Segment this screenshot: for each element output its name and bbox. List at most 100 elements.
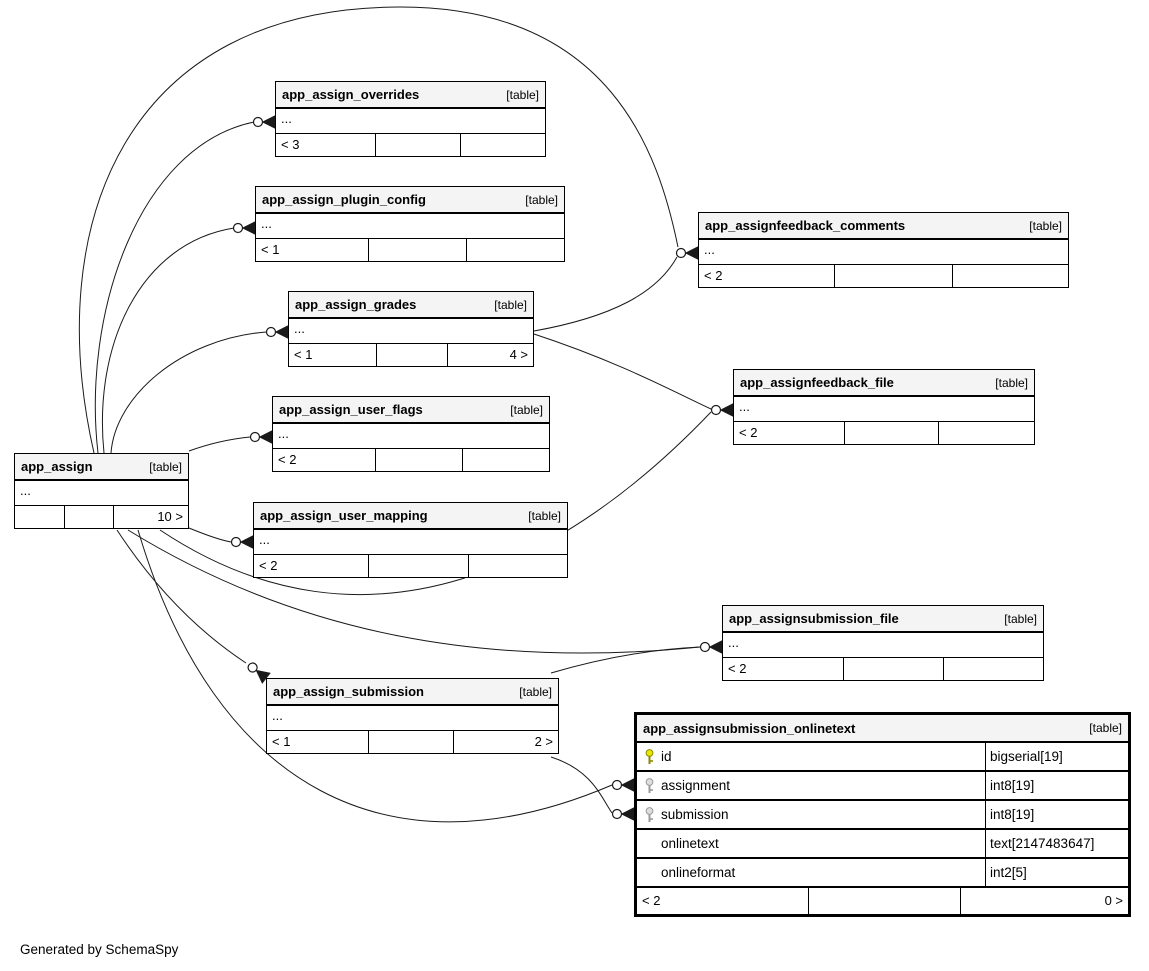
table-header: app_assignsubmission_onlinetext [table] [637,715,1128,743]
column-name: submission [661,807,729,822]
rel-assign-overrides [94,121,255,454]
column-name: id [661,749,672,764]
table-badge: [table] [995,375,1028,390]
table-name[interactable]: app_assign_user_mapping [260,508,428,523]
collapsed-columns: ... [289,319,533,344]
table-footer: < 2 [273,449,549,471]
table-name[interactable]: app_assign_plugin_config [262,192,426,207]
generator-credit: Generated by SchemaSpy [20,942,179,957]
table-name[interactable]: app_assign [21,459,93,474]
table-app_assign_plugin_config[interactable]: app_assign_plugin_config [table] ... < 1 [255,186,565,262]
table-badge: [table] [1004,611,1037,626]
table-app_assignsubmission_onlinetext[interactable]: app_assignsubmission_onlinetext [table] … [634,712,1131,917]
table-name[interactable]: app_assign_submission [273,684,424,699]
table-badge: [table] [149,459,182,474]
rel-assign-user-mapping [188,527,232,543]
table-footer: < 2 [723,658,1043,680]
table-footer: < 2 [734,422,1034,444]
out-degree [939,422,1034,444]
rel-submission-onlinetext [550,756,613,814]
out-degree: 0 > [1104,893,1123,908]
table-header: app_assignsubmission_file [table] [723,606,1043,633]
table-badge: [table] [510,402,543,417]
table-badge: [table] [1089,721,1122,735]
table-header: app_assign_user_flags [table] [273,397,549,424]
in-degree: < 2 [734,422,845,444]
crowfoot-user-mapping [230,535,254,549]
column-row-onlinetext[interactable]: onlinetext text[2147483647] [637,830,1128,859]
column-name: assignment [661,778,731,793]
table-header: app_assign_overrides [table] [276,82,545,109]
table-badge: [table] [494,297,527,312]
column-type: text[2147483647] [985,830,1128,857]
rel-assign-onlinetext [137,529,613,823]
rel-assign-submission [116,529,247,664]
rel-grades-feedback-file [533,333,712,410]
table-app_assign_grades[interactable]: app_assign_grades [table] ... < 1 4 > [288,291,534,367]
table-app_assignfeedback_file[interactable]: app_assignfeedback_file [table] ... < 2 [733,369,1035,445]
column-type: int8[19] [985,772,1128,799]
table-app_assignfeedback_comments[interactable]: app_assignfeedback_comments [table] ... … [698,212,1069,288]
table-header: app_assign [table] [15,454,188,481]
table-name[interactable]: app_assignfeedback_file [740,375,894,390]
table-name[interactable]: app_assignsubmission_onlinetext [643,720,856,736]
collapsed-columns: ... [723,633,1043,658]
column-row-assignment[interactable]: assignment int8[19] [637,772,1128,801]
table-footer: < 2 0 > [637,888,1128,914]
crowfoot-onlinetext-submission [611,807,635,821]
table-header: app_assignfeedback_comments [table] [699,213,1068,240]
column-type: int2[5] [985,859,1128,886]
table-name[interactable]: app_assignsubmission_file [729,611,899,626]
table-app_assign_user_mapping[interactable]: app_assign_user_mapping [table] ... < 2 [253,502,568,578]
column-row-submission[interactable]: submission int8[19] [637,801,1128,830]
table-badge: [table] [525,192,558,207]
table-name[interactable]: app_assignfeedback_comments [705,218,906,233]
table-name[interactable]: app_assign_overrides [282,87,420,102]
table-app_assign_overrides[interactable]: app_assign_overrides [table] ... < 3 [275,81,546,157]
crowfoot-overrides [252,115,276,129]
table-app_assign_submission[interactable]: app_assign_submission [table] ... < 1 2 … [266,678,559,754]
rel-assign-user-flags [188,436,251,452]
collapsed-columns: ... [276,109,545,134]
foreign-key-icon [637,806,661,823]
out-degree [467,239,564,261]
table-app_assign_user_flags[interactable]: app_assign_user_flags [table] ... < 2 [272,396,550,472]
table-footer: < 3 [276,134,545,156]
column-name: onlinetext [661,836,719,851]
in-degree: < 2 [723,658,844,680]
rel-assign-grades [110,331,267,454]
table-app_assignsubmission_file[interactable]: app_assignsubmission_file [table] ... < … [722,605,1044,681]
rel-grades-feedback-comments [533,256,678,332]
table-header: app_assign_user_mapping [table] [254,503,567,530]
table-name[interactable]: app_assign_user_flags [279,402,423,417]
in-degree [15,506,65,528]
out-degree [463,449,549,471]
in-degree: < 1 [267,731,369,753]
table-name[interactable]: app_assign_grades [295,297,417,312]
out-degree [944,658,1043,680]
in-degree: < 2 [699,265,835,287]
table-footer: < 1 2 > [267,731,558,753]
table-footer: 10 > [15,506,188,528]
crowfoot-feedback-comments [675,246,699,260]
collapsed-columns: ... [273,424,549,449]
table-badge: [table] [528,508,561,523]
collapsed-columns: ... [699,240,1068,265]
column-row-onlineformat[interactable]: onlineformat int2[5] [637,859,1128,888]
out-degree: 2 > [534,734,553,749]
column-name: onlineformat [661,865,736,880]
in-degree: < 1 [289,344,377,366]
table-header: app_assignfeedback_file [table] [734,370,1034,397]
in-degree: < 2 [273,449,376,471]
primary-key-icon [637,748,661,765]
out-degree [469,555,567,577]
column-type: bigserial[19] [985,743,1128,770]
column-row-id[interactable]: id bigserial[19] [637,743,1128,772]
collapsed-columns: ... [256,214,564,239]
rel-submission-submission-file [550,646,701,674]
table-header: app_assign_plugin_config [table] [256,187,564,214]
table-footer: < 1 4 > [289,344,533,366]
in-degree: < 2 [254,555,369,577]
table-app_assign[interactable]: app_assign [table] ... 10 > [14,453,189,529]
